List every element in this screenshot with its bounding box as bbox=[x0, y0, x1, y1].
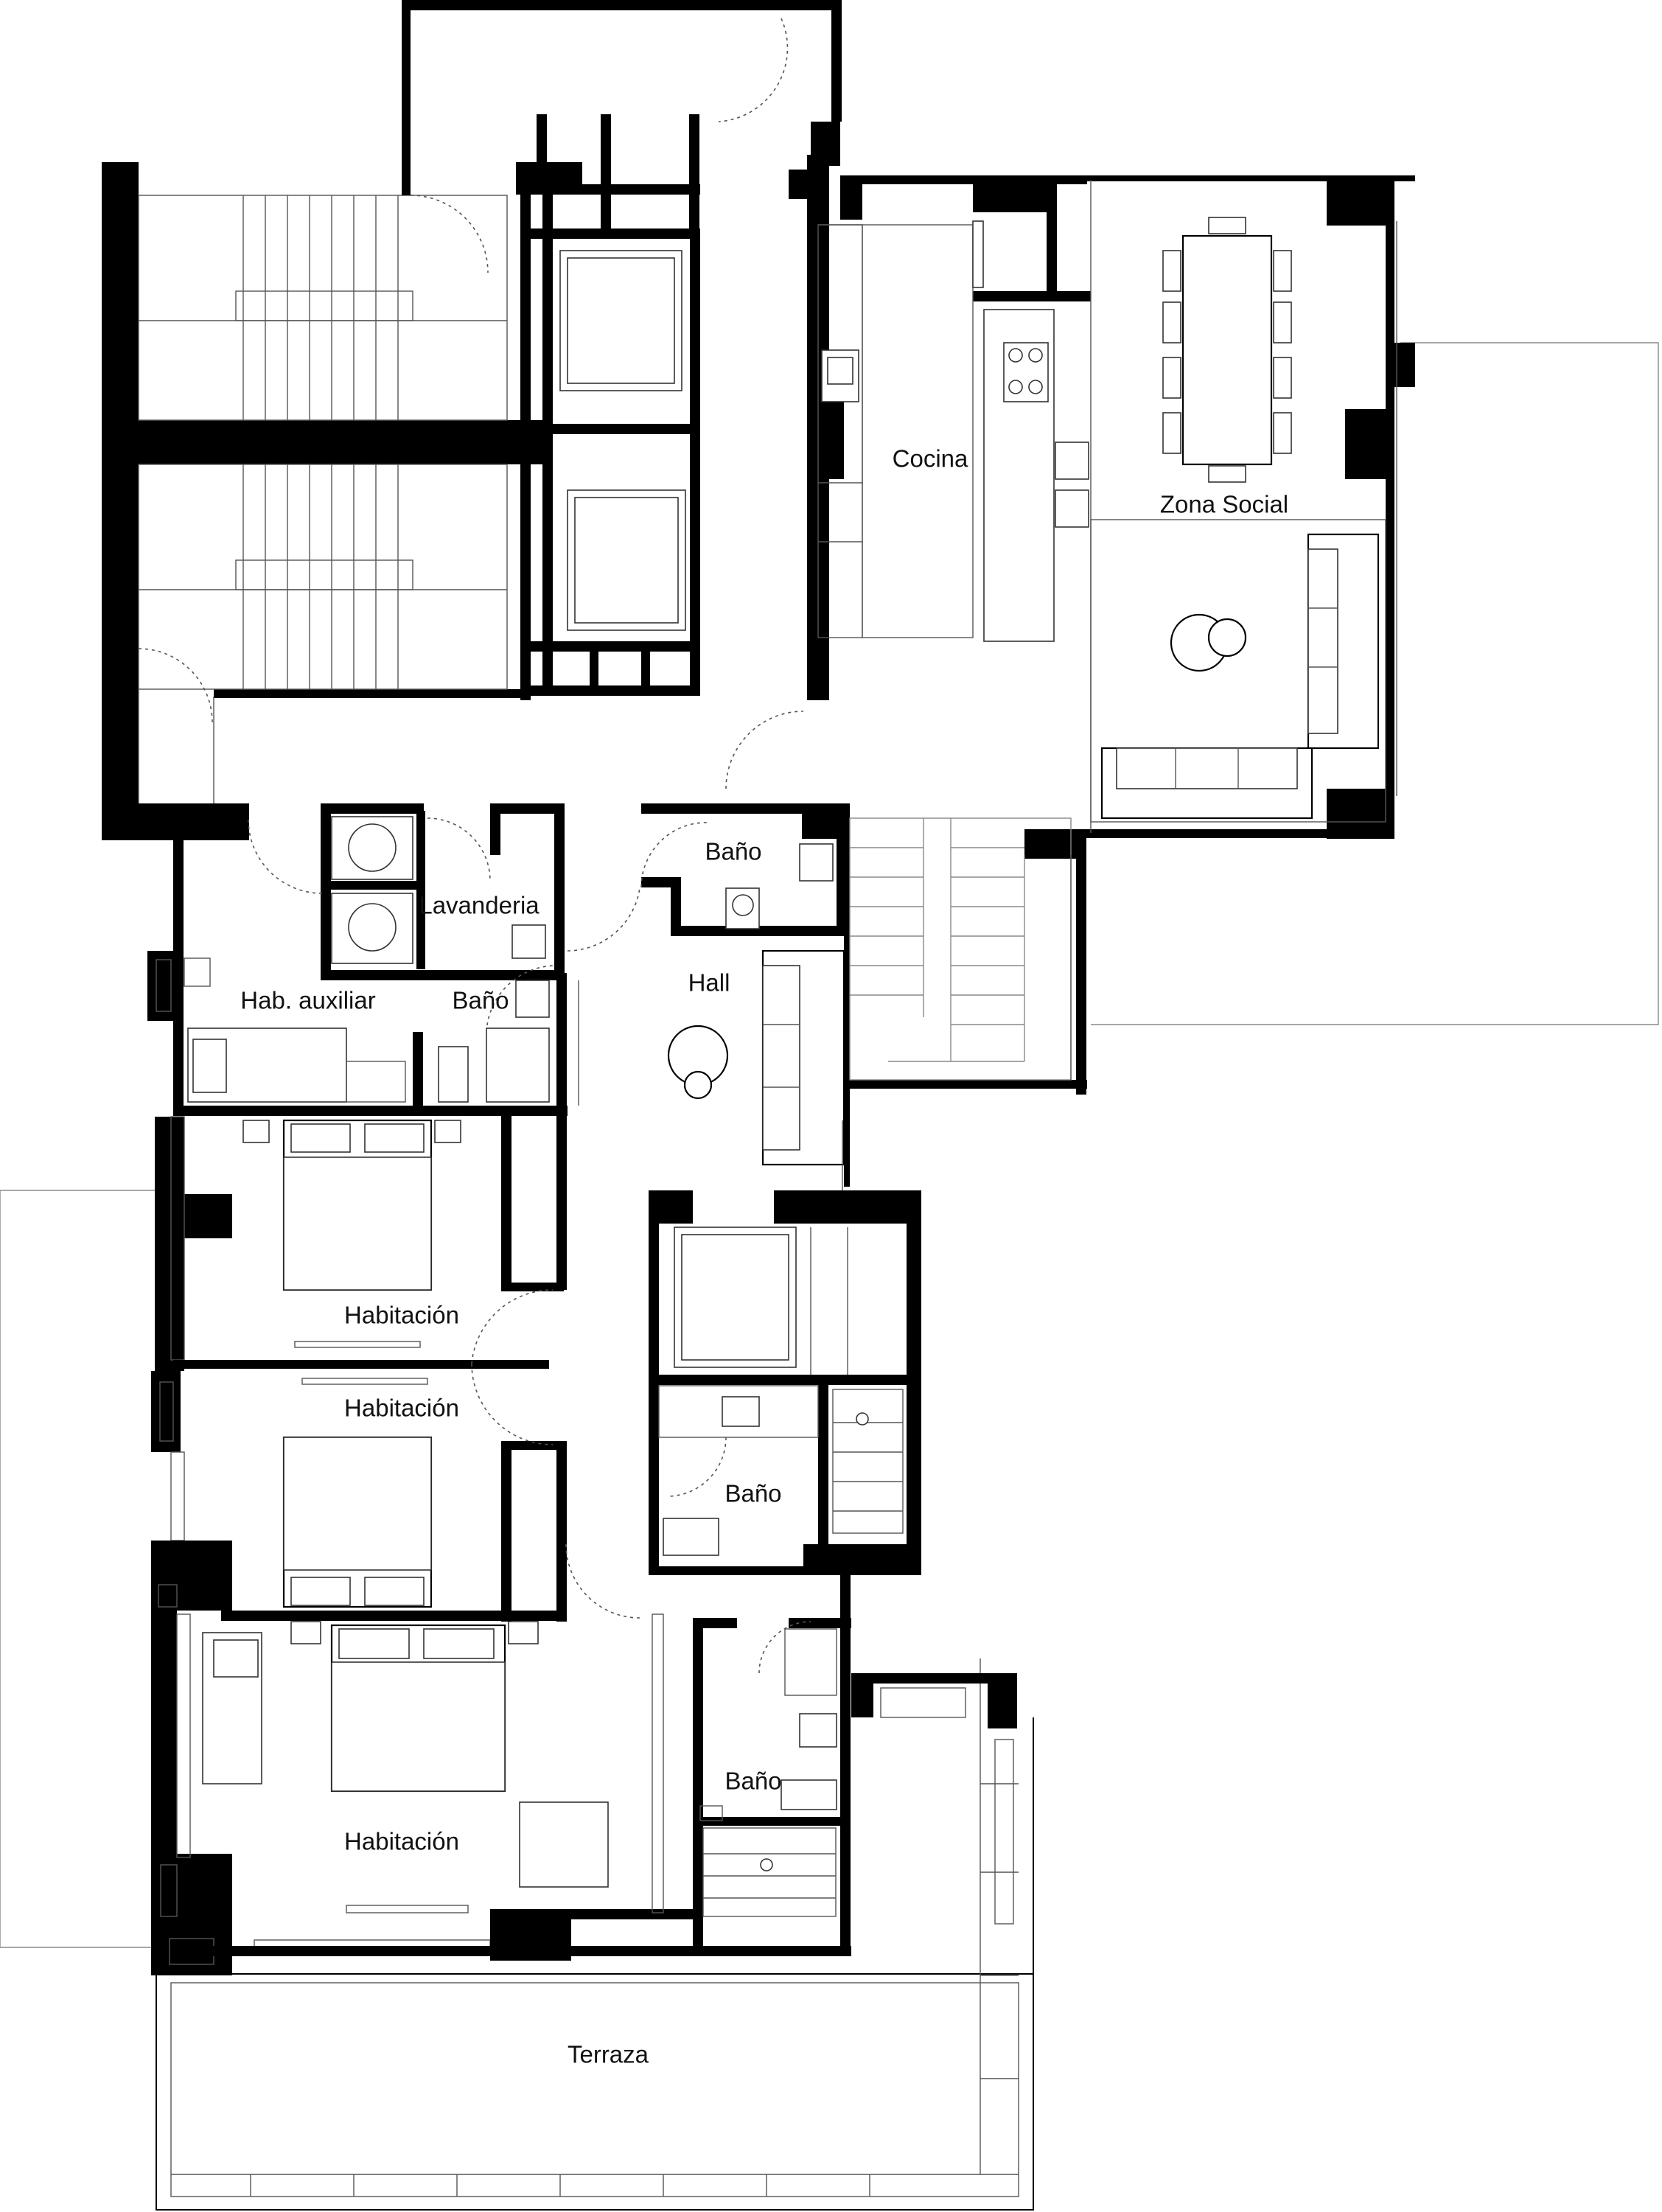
aux-room bbox=[147, 840, 579, 1116]
social-zone bbox=[1083, 175, 1415, 839]
bedroom-2 bbox=[151, 1363, 640, 1622]
label-habitacion-1: Habitación bbox=[344, 1301, 459, 1329]
bedroom-1 bbox=[155, 1113, 567, 1371]
outline-east-terrace bbox=[1091, 342, 1659, 1025]
label-bano-hall: Baño bbox=[705, 837, 762, 865]
interior-stairs bbox=[844, 803, 1087, 1187]
label-bano-central: Baño bbox=[724, 1479, 782, 1507]
label-bano-auxiliar: Baño bbox=[452, 986, 509, 1014]
label-bano-principal: Baño bbox=[724, 1767, 782, 1795]
label-habitacion-2: Habitación bbox=[344, 1394, 459, 1422]
label-habitacion-principal: Habitación bbox=[344, 1827, 459, 1855]
outline-west-balcony bbox=[0, 1190, 155, 1948]
label-lavanderia: Lavanderia bbox=[419, 891, 540, 919]
closet-and-bath bbox=[649, 1190, 921, 1575]
entry-corridor bbox=[725, 122, 844, 789]
stair-core bbox=[102, 162, 551, 840]
terrace-planter bbox=[851, 1673, 1017, 1925]
label-cocina: Cocina bbox=[892, 444, 968, 472]
label-zona-social: Zona Social bbox=[1159, 490, 1289, 518]
kitchen bbox=[817, 175, 1091, 642]
label-hab-auxiliar: Hab. auxiliar bbox=[240, 986, 376, 1014]
label-hall: Hall bbox=[688, 969, 730, 997]
laundry bbox=[248, 803, 640, 980]
master-bedroom bbox=[151, 1570, 851, 1975]
hall bbox=[667, 949, 845, 1190]
outline-south-terrace bbox=[156, 1658, 1034, 2211]
label-terraza: Terraza bbox=[567, 2040, 649, 2068]
master-bath bbox=[693, 1618, 851, 1950]
bathroom-hall bbox=[640, 803, 848, 936]
elevator-shafts bbox=[402, 0, 842, 696]
